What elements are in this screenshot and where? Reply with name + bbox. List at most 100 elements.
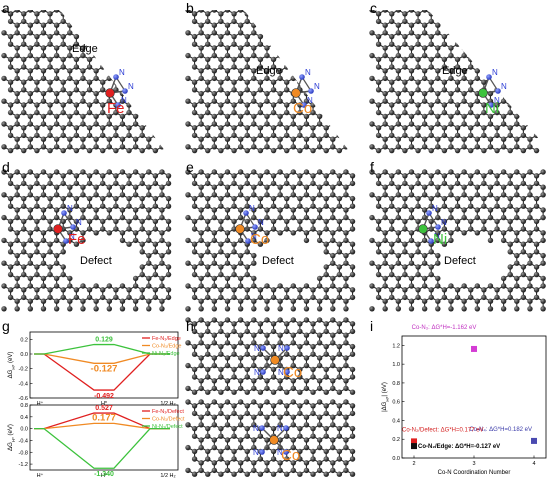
carbon-atom [237, 422, 244, 428]
carbon-atom [330, 444, 336, 451]
carbon-atom [514, 121, 520, 127]
carbon-atom [244, 18, 250, 25]
carbon-atom [224, 437, 231, 443]
carbon-atom [395, 207, 402, 213]
carbon-atom [106, 68, 113, 74]
n-label: N [307, 96, 313, 105]
carbon-atom [126, 287, 132, 293]
carbon-atom [224, 467, 231, 474]
carbon-atom [73, 173, 80, 179]
carbon-atom [375, 41, 382, 47]
carbon-atom [231, 456, 237, 462]
carbon-atom [264, 184, 270, 190]
carbon-atom [533, 87, 540, 93]
carbon-atom [264, 298, 270, 304]
carbon-atom [336, 403, 343, 409]
carbon-atom [448, 90, 454, 97]
carbon-atom [297, 11, 303, 17]
cobalt-atom [270, 355, 280, 365]
carbon-atom [60, 264, 66, 270]
carbon-atom [454, 125, 461, 131]
carbon-atom [205, 271, 211, 278]
carbon-atom [297, 374, 303, 380]
carbon-atom [27, 10, 34, 13]
carbon-atom [211, 298, 218, 304]
carbon-atom [389, 64, 395, 70]
carbon-atom [303, 317, 310, 323]
carbon-atom [402, 125, 408, 131]
carbon-atom [152, 87, 159, 93]
carbon-atom [435, 10, 441, 13]
carbon-atom [514, 298, 520, 304]
metal-n3-site: NNN [53, 204, 82, 244]
carbon-atom [27, 136, 34, 142]
carbon-atom [487, 10, 494, 13]
carbon-atom [244, 456, 250, 462]
carbon-atom [119, 121, 126, 127]
carbon-atom [47, 249, 53, 255]
carbon-atom [500, 98, 507, 104]
carbon-atom [468, 102, 474, 108]
x-tick-label: 1/2 H₂ [160, 473, 175, 479]
carbon-atom [113, 56, 119, 63]
carbon-atom [441, 109, 448, 116]
carbon-atom [27, 98, 34, 104]
carbon-atom [481, 125, 487, 131]
carbon-atom [303, 362, 310, 369]
carbon-atom [100, 41, 106, 47]
carbon-atom [494, 132, 500, 139]
carbon-atom [191, 64, 198, 70]
carbon-atom [270, 79, 277, 85]
carbon-atom [113, 125, 119, 131]
carbon-atom [527, 144, 533, 150]
carbon-atom [330, 467, 336, 474]
carbon-atom [244, 41, 250, 47]
carbon-atom [323, 102, 329, 108]
carbon-atom [40, 144, 47, 150]
carbon-atom [402, 132, 408, 139]
carbon-atom [474, 192, 481, 198]
carbon-atom [284, 218, 290, 225]
carbon-atom [251, 207, 257, 213]
carbon-atom [100, 102, 106, 108]
carbon-atom [119, 298, 126, 304]
carbon-atom [251, 275, 257, 282]
carbon-atom [191, 18, 198, 25]
carbon-atom [198, 317, 204, 323]
carbon-atom [132, 275, 139, 282]
carbon-atom [100, 203, 106, 209]
carbon-atom [132, 98, 139, 104]
carbon-atom [205, 294, 211, 301]
defect-label: Defect [80, 255, 112, 267]
carbon-atom [159, 237, 165, 244]
carbon-atom [257, 87, 264, 93]
carbon-atom [152, 195, 159, 202]
carbon-atom [428, 64, 434, 70]
carbon-atom [435, 52, 441, 59]
carbon-atom [244, 433, 250, 439]
carbon-atom [330, 136, 336, 142]
carbon-atom [514, 113, 520, 120]
carbon-atom [415, 87, 421, 93]
carbon-atom [382, 283, 388, 289]
carbon-atom [205, 287, 211, 293]
carbon-atom [428, 79, 434, 85]
carbon-atom [27, 45, 34, 51]
carbon-atom [290, 214, 297, 221]
carbon-atom [507, 173, 513, 179]
carbon-atom [343, 252, 349, 259]
carbon-atom [60, 11, 66, 17]
carbon-atom [159, 10, 165, 13]
carbon-atom [389, 18, 395, 25]
carbon-atom [1, 306, 7, 312]
carbon-atom [21, 203, 27, 209]
carbon-atom [224, 460, 231, 466]
carbon-atom [375, 64, 382, 70]
carbon-atom [507, 41, 513, 47]
carbon-atom [152, 11, 159, 17]
carbon-atom [277, 10, 283, 13]
carbon-atom [284, 147, 290, 154]
carbon-atom [389, 294, 395, 301]
carbon-atom [165, 287, 172, 293]
carbon-atom [310, 147, 316, 154]
